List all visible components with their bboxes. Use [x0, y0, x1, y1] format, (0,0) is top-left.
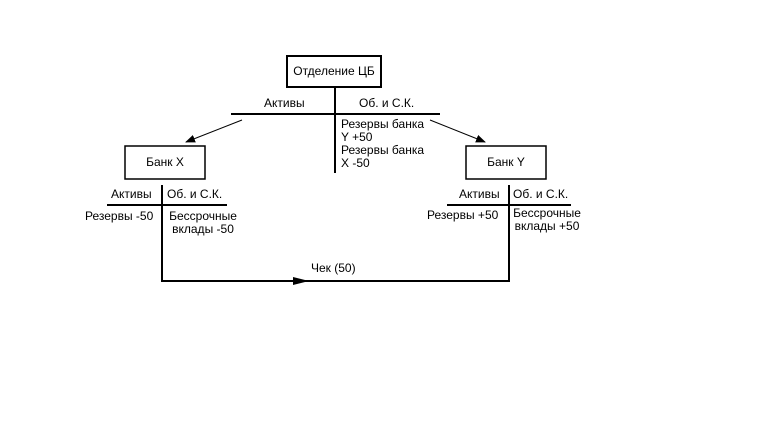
bank-y-liability-entry: Бессрочные — [513, 206, 581, 220]
central-bank-liabilities-header: Об. и С.К. — [359, 96, 415, 110]
transfer-arrowhead — [293, 277, 309, 285]
bank-y-liabilities-header: Об. и С.К. — [513, 187, 569, 201]
central-bank-liability-entry: X -50 — [341, 156, 370, 170]
bank-x-liability-entry: вклады -50 — [172, 222, 234, 236]
central-bank-liability-entry: Y +50 — [341, 130, 373, 144]
arrow-to-bank-x — [185, 119, 243, 143]
bank-x-title: Банк X — [146, 155, 184, 169]
bank-x-liabilities-header: Об. и С.К. — [167, 187, 223, 201]
bank-x-assets-entry: Резервы -50 — [85, 209, 154, 223]
bank-x-box — [124, 145, 206, 180]
arrow-to-bank-y — [429, 119, 486, 143]
bank-y-assets-header: Активы — [459, 187, 500, 201]
transfer-label: Чек (50) — [311, 261, 356, 275]
bank-y-title: Банк Y — [487, 155, 525, 169]
central-bank-liability-entry: Резервы банка — [341, 143, 425, 157]
bank-x-assets-header: Активы — [111, 187, 152, 201]
central-bank-title: Отделение ЦБ — [293, 64, 375, 78]
bank-x-liability-entry: Бессрочные — [169, 209, 237, 223]
bank-y-liability-entry: вклады +50 — [514, 219, 580, 233]
bank-y-box — [465, 145, 547, 180]
central-bank-liability-entry: Резервы банка — [341, 117, 425, 131]
central-bank-assets-header: Активы — [264, 96, 305, 110]
bank-y-assets-entry: Резервы +50 — [427, 208, 499, 222]
